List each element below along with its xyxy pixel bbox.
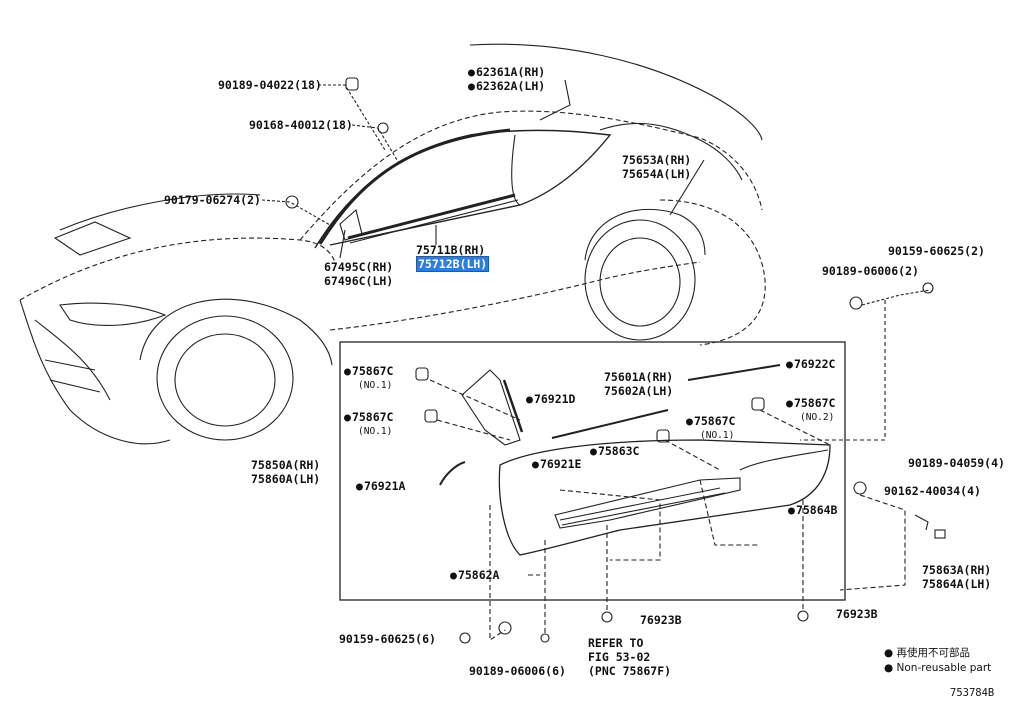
part-label-62361A[interactable]: 62361A(RH) <box>468 66 545 79</box>
part-sub-75867C-c: (NO.1) <box>700 430 735 441</box>
part-label-76923B-a[interactable]: 76923B <box>640 613 682 627</box>
part-label-75867C-a[interactable]: 75867C <box>344 365 394 378</box>
rocker-panel-end <box>739 449 829 471</box>
leader-90168-40012 <box>351 124 401 166</box>
mirror-cover <box>339 208 363 241</box>
part-label-90159-60625-2[interactable]: 90159-60625(2) <box>888 244 985 258</box>
part-label-90168-40012[interactable]: 90168-40012(18) <box>249 118 353 132</box>
car-headlight <box>59 302 167 326</box>
car-hood-vent <box>53 221 132 256</box>
part-label-67496C[interactable]: 67496C(LH) <box>324 274 394 288</box>
part-label-75867C-c[interactable]: 75867C <box>686 415 736 428</box>
rear-wheel-arch <box>584 208 706 261</box>
front-molding-76921A <box>439 461 466 486</box>
car-roof-outline <box>299 110 763 241</box>
leader-90179-06274 <box>261 199 331 226</box>
car-rear-fender <box>659 199 766 346</box>
door-rear-frame <box>511 134 521 206</box>
front-garnish-bracket <box>461 369 521 446</box>
leader-75653A <box>669 159 705 216</box>
refer-line3[interactable]: (PNC 75867F) <box>588 664 672 678</box>
front-garnish-strip <box>502 379 524 433</box>
part-label-75860A[interactable]: 75860A(LH) <box>251 472 321 486</box>
car-hood-top <box>59 193 261 231</box>
part-label-90189-06006-6[interactable]: 90189-06006(6) <box>469 664 566 678</box>
part-label-75850A[interactable]: 75850A(RH) <box>251 458 321 472</box>
rocker-panel-rib <box>559 487 726 526</box>
part-label-76922C[interactable]: 76922C <box>786 358 836 371</box>
part-label-75867C-b[interactable]: 75867C <box>344 411 394 424</box>
part-label-75711B[interactable]: 75711B(RH) <box>416 243 486 257</box>
part-label-75602A[interactable]: 75602A(LH) <box>604 384 674 398</box>
part-label-76921E[interactable]: 76921E <box>532 458 582 471</box>
part-label-75653A[interactable]: 75653A(RH) <box>622 153 692 167</box>
car-roof-top <box>469 43 763 141</box>
refer-line1[interactable]: REFER TO <box>588 636 644 650</box>
leader-62361A <box>539 79 571 121</box>
part-label-67495C[interactable]: 67495C(RH) <box>324 260 394 274</box>
part-label-76921D[interactable]: 76921D <box>526 393 576 406</box>
part-label-75864A[interactable]: 75864A(LH) <box>922 577 992 591</box>
leader-90189-04059-rail <box>800 300 886 441</box>
part-label-75654A[interactable]: 75654A(LH) <box>622 167 692 181</box>
part-label-90189-04059[interactable]: 90189-04059(4) <box>908 456 1005 470</box>
clip-markers <box>285 77 946 644</box>
legend-bullet-icon: ● <box>884 662 894 674</box>
front-wheel-outer <box>156 315 294 441</box>
leader-90189-06006-top <box>861 289 931 306</box>
part-label-75601A[interactable]: 75601A(RH) <box>604 370 674 384</box>
part-label-90179-06274[interactable]: 90179-06274(2) <box>164 193 261 207</box>
legend-jp: ● 再使用不可部品 <box>884 645 970 660</box>
highlighted-part-75712B[interactable]: 75712B(LH) <box>416 256 490 272</box>
exploded-view-box <box>339 341 846 601</box>
car-rear-window <box>599 122 743 181</box>
part-label-90189-04022[interactable]: 90189-04022(18) <box>218 78 322 92</box>
car-hood <box>19 237 336 301</box>
roof-drip-molding <box>318 128 511 245</box>
part-sub-75867C-d: (NO.2) <box>800 412 835 423</box>
part-label-90189-06006-2[interactable]: 90189-06006(2) <box>822 264 919 278</box>
part-label-76921A[interactable]: 76921A <box>356 480 406 493</box>
leader-67495C <box>339 229 346 259</box>
front-wheel-inner <box>174 333 276 427</box>
rear-wheel-inner <box>599 237 681 327</box>
part-label-75863C[interactable]: 75863C <box>590 445 640 458</box>
legend-en: ● Non-reusable part <box>884 662 991 674</box>
middle-molding-75863C <box>551 409 669 439</box>
window-belt-molding <box>347 193 516 240</box>
part-label-76923B-b[interactable]: 76923B <box>836 607 878 621</box>
car-door-line <box>329 261 701 331</box>
part-sub-75867C-a: (NO.1) <box>358 380 393 391</box>
legend-bullet-icon: ● <box>884 647 894 659</box>
legend-en-text: Non-reusable part <box>896 662 992 674</box>
rocker-panel <box>498 439 831 556</box>
rear-wheel-outer <box>584 219 696 341</box>
leader-90189-04022 <box>318 84 386 151</box>
part-label-75867C-d[interactable]: 75867C <box>786 397 836 410</box>
refer-line2[interactable]: FIG 53-02 <box>588 650 651 664</box>
diagram-code: 753784B <box>950 687 995 699</box>
legend-jp-text: 再使用不可部品 <box>896 647 971 659</box>
car-front-bumper <box>19 299 171 445</box>
window-frame <box>314 129 612 249</box>
part-label-90159-60625-6[interactable]: 90159-60625(6) <box>339 632 436 646</box>
window-belt-molding-inner <box>349 199 519 244</box>
part-label-75864B[interactable]: 75864B <box>788 504 838 517</box>
part-label-75712B[interactable]: 75712B(LH) <box>416 256 490 272</box>
front-wheel-arch <box>139 298 333 366</box>
car-front-grille <box>34 319 111 401</box>
part-label-62362A[interactable]: 62362A(LH) <box>468 80 545 93</box>
part-label-90162-40034[interactable]: 90162-40034(4) <box>884 484 981 498</box>
part-label-75862A[interactable]: 75862A <box>450 569 500 582</box>
part-sub-75867C-b: (NO.1) <box>358 426 393 437</box>
part-label-75863A[interactable]: 75863A(RH) <box>922 563 992 577</box>
upper-molding-76922C <box>687 364 781 381</box>
